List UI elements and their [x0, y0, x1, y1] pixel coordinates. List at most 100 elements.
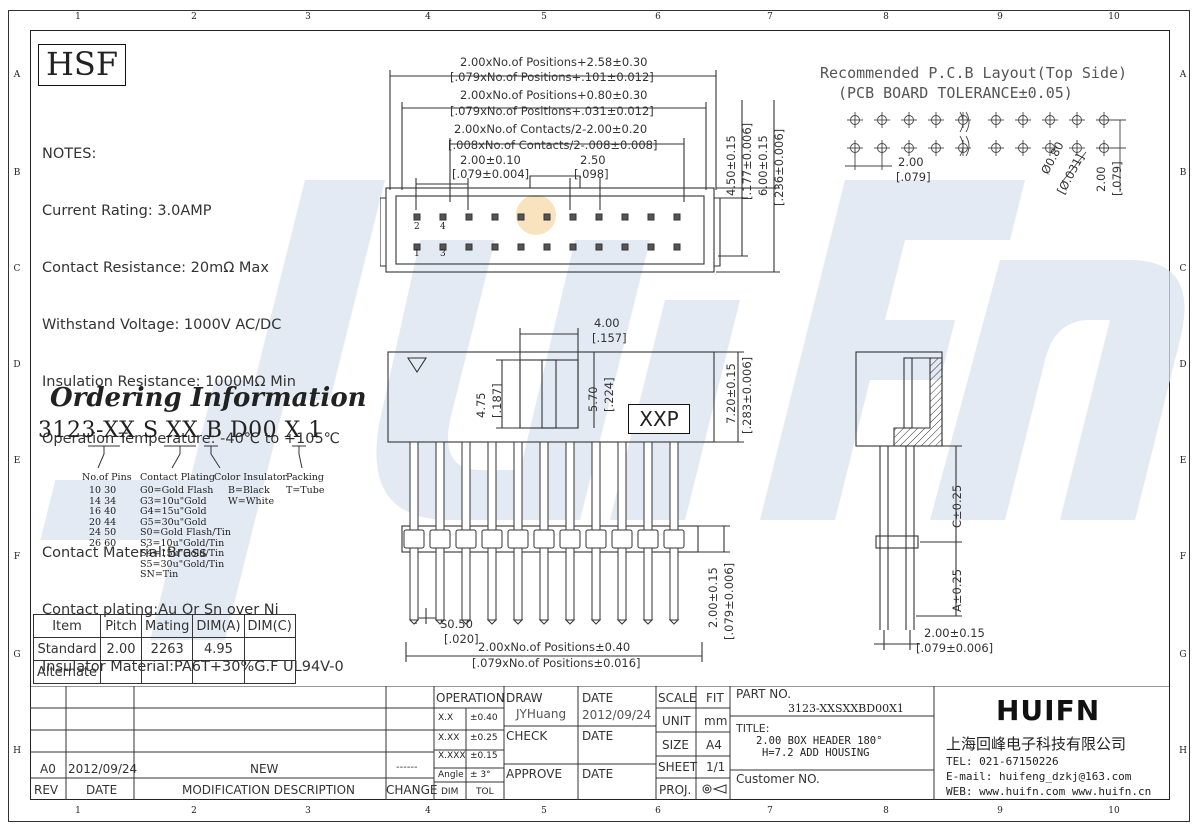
contact-square — [517, 213, 525, 221]
note-withstand-voltage: Withstand Voltage: 1000V AC/DC — [42, 317, 282, 333]
top-view-drawing — [380, 70, 780, 273]
top-dim-overall-inch: [.079xNo.of Positions+.101±0.012] — [450, 70, 654, 84]
color-item: W=White — [228, 495, 275, 507]
rev-date-value: 2012/09/24 — [68, 762, 138, 776]
plating-item: G4=15u"Gold — [140, 506, 207, 517]
pin-tip — [434, 619, 446, 625]
contact-square — [491, 213, 499, 221]
contact-square — [673, 213, 681, 221]
ordering-title: Ordering Information — [50, 383, 367, 413]
company-email: E-mail: huifeng_dzkj@163.com — [946, 770, 1132, 783]
col-8-bottom: 8 — [883, 806, 889, 816]
outer-frame — [8, 10, 1190, 822]
row-f: F — [13, 552, 21, 562]
front-dim-a-inch: [.187] — [490, 383, 504, 418]
title-label: TITLE: — [736, 722, 770, 735]
dimension-table-header: Item Pitch Mating DIM(A) DIM(C) — [32, 614, 296, 638]
row-h-right: H — [1179, 746, 1187, 756]
part-no-value: 3123-XXSXXBD00X1 — [788, 702, 904, 715]
row-c: C — [13, 264, 21, 274]
tol-xx-value: ±0.40 — [470, 713, 498, 723]
size-label: SIZE — [662, 738, 689, 752]
dim-label: DIM — [441, 787, 459, 797]
inner-frame — [30, 30, 1170, 800]
tol-angle-value: ± 3° — [470, 770, 491, 780]
dim-cell: 2263 — [141, 637, 194, 661]
unit-label: UNIT — [662, 714, 691, 728]
dim-cell — [243, 660, 296, 684]
dim-cell — [100, 660, 143, 684]
front-dim-b-inch: [.224] — [602, 377, 616, 412]
contact-square — [647, 243, 655, 251]
contact-square — [569, 243, 577, 251]
front-dim-width-inch: [.157] — [592, 331, 627, 345]
pin-spacer — [507, 529, 529, 549]
pins-item: 20 44 — [89, 516, 117, 528]
pin-spacer — [429, 529, 451, 549]
front-dim-length-inch: [.079xNo.of Positions±0.016] — [472, 656, 641, 670]
dim-cell: 4.95 — [192, 637, 245, 661]
table-row: Alternate — [32, 660, 296, 684]
dim-cell: Alternate — [32, 660, 102, 684]
plating-item: S3=10u"Gold/Tin — [140, 537, 225, 549]
row-h: H — [13, 746, 21, 756]
pcb-pitch-inch: [.079] — [896, 170, 931, 184]
contact-square — [595, 213, 603, 221]
sheet-label: SHEET — [658, 760, 698, 774]
front-dim-height: 7.20±0.15 — [724, 363, 738, 424]
top-dim-height-1: 4.50±0.15 — [724, 135, 738, 196]
draw-label: DRAW — [506, 691, 543, 705]
draw-date-label: DATE — [582, 691, 614, 705]
pins-item: 26 60 — [89, 537, 117, 549]
front-dim-length: 2.00xNo.of Positions±0.40 — [478, 640, 631, 654]
projection-label: PROJ. — [659, 783, 692, 797]
contact-square — [439, 213, 447, 221]
col-5-bottom: 5 — [541, 806, 547, 816]
customer-no-label: Customer NO. — [736, 772, 820, 786]
check-label: CHECK — [506, 729, 548, 743]
rev-value: A0 — [40, 762, 56, 776]
contact-square — [413, 243, 421, 251]
change-label: CHANGE — [386, 783, 438, 797]
front-dim-square-inch: [.020] — [444, 632, 479, 646]
contact-square — [465, 213, 473, 221]
company-name: 上海回峰电子科技有限公司 — [946, 735, 1127, 753]
contact-square — [517, 243, 525, 251]
row-g: G — [13, 650, 21, 660]
color-list: B=Black W=White — [228, 485, 275, 507]
top-dim-overall: 2.00xNo.of Positions+2.58±0.30 — [460, 55, 648, 69]
pin-label-2: 2 — [414, 222, 420, 232]
col-7: 7 — [767, 12, 773, 22]
col-4-bottom: 4 — [425, 806, 431, 816]
dimension-table: Item Pitch Mating DIM(A) DIM(C) Standard… — [32, 614, 296, 684]
company-web: WEB: www.huifn.com www.huifn.cn — [946, 785, 1152, 798]
col-5: 5 — [541, 12, 547, 22]
pin-spacer — [403, 529, 425, 549]
front-dim-width: 4.00 — [594, 316, 620, 330]
col-3: 3 — [305, 12, 311, 22]
pin-spacer — [481, 529, 503, 549]
pins-item: 14 34 — [89, 495, 117, 507]
front-dim-a: 4.75 — [474, 392, 488, 418]
pin-tip — [408, 619, 420, 625]
tol-angle-label: Angle — [438, 770, 464, 780]
top-dim-height-2-inch: [.236±0.006] — [772, 128, 786, 206]
col-9: 9 — [997, 12, 1003, 22]
pcb-layout-tolerance: (PCB BOARD TOLERANCE±0.05) — [838, 84, 1073, 102]
top-dim-inner: 2.00xNo.of Positions+0.80±0.30 — [460, 88, 648, 102]
note-operation-temperature: Operation Temperature: -40℃ to +105℃ — [42, 431, 340, 447]
pcb-hole-pattern — [845, 111, 1126, 192]
col-2-bottom: 2 — [191, 806, 197, 816]
pin-spacer — [663, 529, 685, 549]
top-dim-height-2: 6.00±0.15 — [756, 135, 770, 196]
pcb-pitch: 2.00 — [898, 155, 924, 169]
row-b: B — [13, 168, 21, 178]
modification-label: MODIFICATION DESCRIPTION — [182, 783, 356, 797]
color-item: B=Black — [228, 485, 270, 496]
pin-tip — [642, 619, 654, 625]
dim-cell — [141, 660, 194, 684]
note-contact-resistance: Contact Resistance: 20mΩ Max — [42, 260, 269, 276]
plating-item: S4=15u"Gold/Tin — [140, 548, 225, 559]
pins-list: 10 30 14 34 16 40 20 44 24 50 26 60 — [89, 485, 129, 549]
